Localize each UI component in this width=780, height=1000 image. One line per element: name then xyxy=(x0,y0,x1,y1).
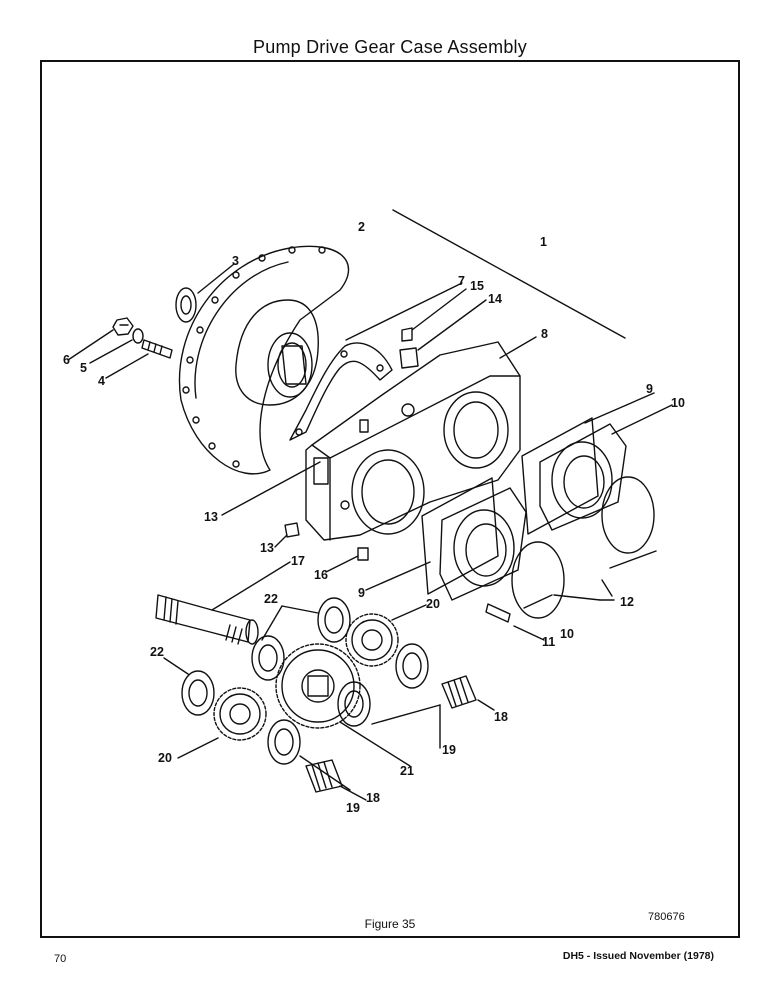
callout-11: 11 xyxy=(542,635,555,649)
fitting xyxy=(401,327,413,342)
callout-18-lower: 18 xyxy=(366,791,380,805)
callout-8: 8 xyxy=(541,327,548,341)
figure-caption: Figure 35 xyxy=(364,917,416,931)
callout-19-upper: 19 xyxy=(442,743,456,757)
gasket xyxy=(289,342,393,441)
callout-9-lower: 9 xyxy=(358,586,365,600)
stud-nut-washer xyxy=(112,317,173,359)
bearing xyxy=(267,719,301,765)
plug xyxy=(357,547,369,561)
gear-case-housing xyxy=(305,341,521,541)
lower-cover xyxy=(421,477,565,619)
upper-cover xyxy=(521,417,655,554)
callout-22-upper: 22 xyxy=(264,592,278,606)
bearing xyxy=(317,597,351,643)
fitting xyxy=(399,347,419,369)
callout-14: 14 xyxy=(488,292,502,306)
gear xyxy=(213,687,267,741)
roller-bearing xyxy=(441,675,477,709)
bearing xyxy=(337,681,371,727)
callout-2: 2 xyxy=(358,220,365,234)
bearing xyxy=(181,670,215,716)
bearing xyxy=(395,643,429,689)
callout-7: 7 xyxy=(458,274,465,288)
oil-seal xyxy=(175,287,197,323)
callout-19-lower: 19 xyxy=(346,801,360,815)
callout-9-upper: 9 xyxy=(646,382,653,396)
assembly-leader-line xyxy=(392,209,626,339)
issue-note: DH5 - Issued November (1978) xyxy=(562,950,714,962)
page-title: Pump Drive Gear Case Assembly xyxy=(253,37,527,57)
callout-5: 5 xyxy=(80,361,87,375)
figure-number: 780676 xyxy=(648,911,685,923)
plug xyxy=(284,522,300,538)
callout-10-upper: 10 xyxy=(671,396,685,410)
bearing xyxy=(251,635,285,681)
callout-20-lower: 20 xyxy=(158,751,172,765)
callout-20-upper: 20 xyxy=(426,597,440,611)
gear xyxy=(345,613,399,667)
bolt xyxy=(485,603,511,623)
callout-16: 16 xyxy=(314,568,328,582)
callout-22-lower: 22 xyxy=(150,645,164,659)
roller-bearing xyxy=(305,759,343,793)
callout-1: 1 xyxy=(540,235,547,249)
callout-18-upper: 18 xyxy=(494,710,508,724)
callout-15: 15 xyxy=(470,279,484,293)
callout-3: 3 xyxy=(232,254,239,268)
figure-frame xyxy=(40,60,740,938)
callout-13-lower: 13 xyxy=(260,541,274,555)
callout-13-upper: 13 xyxy=(204,510,218,524)
page-number: 70 xyxy=(54,953,67,965)
callout-10-lower: 10 xyxy=(560,627,574,641)
callout-12: 12 xyxy=(620,595,634,609)
callout-17: 17 xyxy=(291,554,305,568)
input-shaft xyxy=(155,594,259,645)
gear xyxy=(275,643,361,729)
callout-labels: 1 2 3 4 5 6 7 8 9 9 10 10 11 12 13 13 14… xyxy=(63,220,685,815)
callout-4: 4 xyxy=(98,374,105,388)
callout-6: 6 xyxy=(63,353,70,367)
flange-plate xyxy=(178,245,350,475)
callout-21: 21 xyxy=(400,764,414,778)
